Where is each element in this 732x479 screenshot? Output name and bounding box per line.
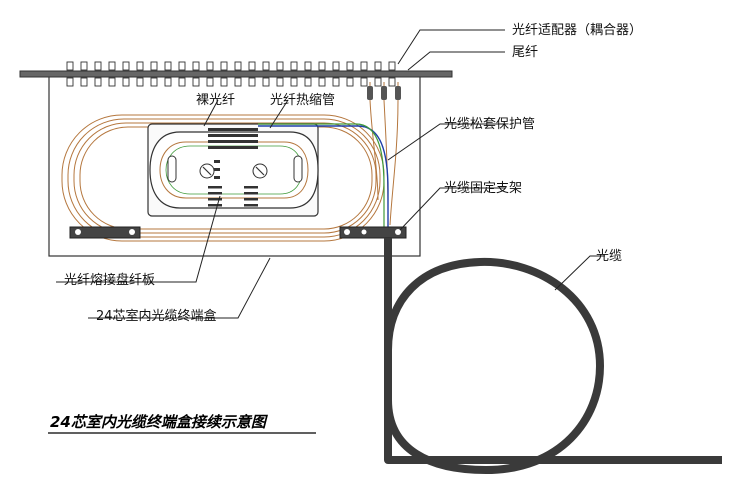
fiber-adapter xyxy=(136,61,144,87)
fiber-adapter-row xyxy=(66,61,396,87)
diagram-title: 24芯室内光缆终端盒接续示意图 xyxy=(50,413,269,431)
cable-fixing-brackets xyxy=(69,226,407,239)
fiber-adapter xyxy=(276,61,284,87)
label-cable-bracket: 光缆固定支架 xyxy=(444,180,522,196)
fiber-adapter xyxy=(262,61,270,87)
loose-tube-fibers xyxy=(258,123,389,232)
label-splice-tray: 光纤熔接盘纤板 xyxy=(64,272,155,288)
fiber-adapter xyxy=(388,61,396,87)
splice-tray xyxy=(147,123,319,217)
fiber-adapter xyxy=(122,61,130,87)
label-adapter: 光纤适配器（耦合器） xyxy=(512,23,642,38)
fiber-adapter xyxy=(318,61,326,87)
fiber-adapter xyxy=(66,61,74,87)
label-pigtail: 尾纤 xyxy=(512,45,538,60)
fiber-adapter xyxy=(94,61,102,87)
heat-shrink-sleeves xyxy=(208,128,258,207)
fiber-adapter xyxy=(360,61,368,87)
fiber-adapter xyxy=(248,61,256,87)
fiber-adapter xyxy=(304,61,312,87)
fiber-adapter xyxy=(346,61,354,87)
fiber-adapter xyxy=(150,61,158,87)
label-cable: 光缆 xyxy=(596,248,622,264)
fiber-adapter xyxy=(332,61,340,87)
fiber-adapter xyxy=(234,61,242,87)
fiber-adapter xyxy=(108,61,116,87)
fiber-adapter xyxy=(164,61,172,87)
optical-cable xyxy=(384,238,722,474)
fiber-adapter xyxy=(206,61,214,87)
label-heat-shrink: 光纤热缩管 xyxy=(270,92,335,108)
label-loose-tube: 光缆松套保护管 xyxy=(444,116,535,132)
fiber-adapter xyxy=(192,61,200,87)
fiber-adapter xyxy=(178,61,186,87)
label-terminal-box: 24芯室内光缆终端盒 xyxy=(96,308,217,324)
fiber-adapter xyxy=(290,61,298,87)
leader-lines xyxy=(56,29,605,319)
fiber-adapter xyxy=(80,61,88,87)
fiber-adapter xyxy=(220,61,228,87)
pigtail-connectors xyxy=(367,86,401,100)
fiber-adapter xyxy=(374,61,382,87)
label-bare-fiber: 裸光纤 xyxy=(196,93,235,108)
adapter-panel xyxy=(19,70,453,78)
